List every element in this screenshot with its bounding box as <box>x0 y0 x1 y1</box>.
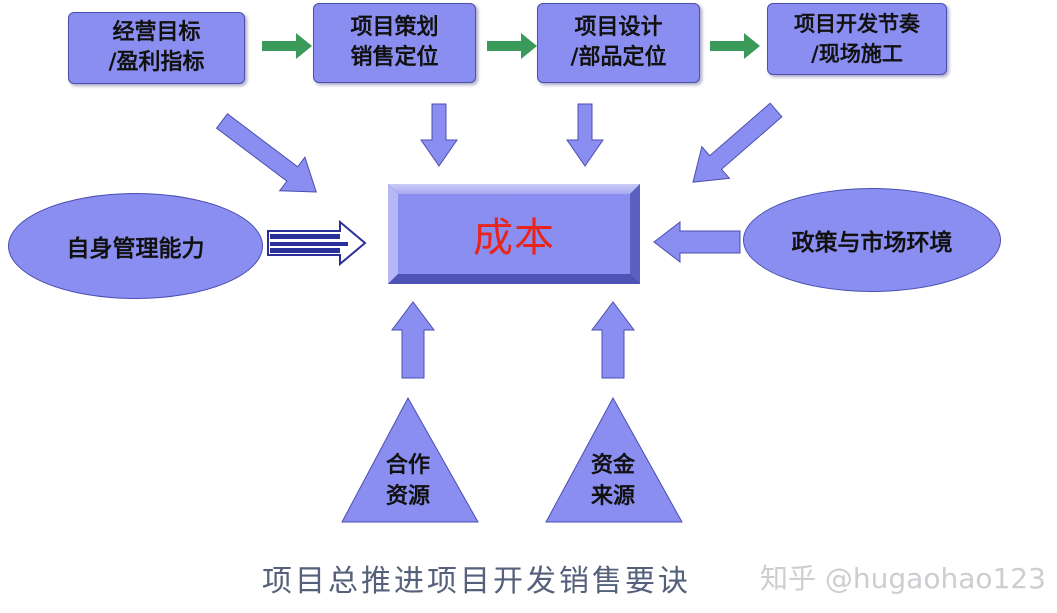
triangle-right-label: 资金 来源 <box>590 453 635 509</box>
box-project-planning: 项目策划 销售定位 <box>313 3 476 83</box>
arrow-up-2 <box>591 301 635 379</box>
caption: 项目总推进项目开发销售要诀 <box>262 564 691 599</box>
arrow-down-2 <box>566 103 604 167</box>
box-business-goal: 经营目标 /盈利指标 <box>68 12 245 84</box>
box-project-design-label: 项目设计 /部品定位 <box>570 15 667 70</box>
green-arrow-1 <box>262 33 312 59</box>
arrow-down-1 <box>420 103 458 167</box>
triangle-left-label: 合作 资源 <box>385 453 430 509</box>
ellipse-policy-market: 政策与市场环境 <box>743 188 1001 292</box>
center-box <box>388 184 640 284</box>
arrow-left-striped <box>267 219 367 267</box>
arrow-up-1 <box>391 301 435 379</box>
watermark: 知乎 @hugaohao123 <box>760 562 1046 595</box>
arrow-from-right <box>653 220 741 264</box>
box-business-goal-label: 经营目标 /盈利指标 <box>108 20 205 75</box>
box-project-planning-label: 项目策划 销售定位 <box>350 15 439 70</box>
green-arrow-3 <box>710 33 760 59</box>
triangle-left <box>341 396 479 523</box>
center-cost-label: 成本 <box>473 215 555 261</box>
box-development-pace-label: 项目开发节奏 /现场施工 <box>794 12 920 66</box>
triangle-right <box>545 396 683 523</box>
ellipse-self-management: 自身管理能力 <box>8 193 263 299</box>
ellipse-self-management-label: 自身管理能力 <box>66 236 205 262</box>
green-arrow-2 <box>487 33 537 59</box>
box-project-design: 项目设计 /部品定位 <box>537 3 700 83</box>
box-development-pace: 项目开发节奏 /现场施工 <box>767 3 947 75</box>
arrow-diagonal-left <box>215 113 317 193</box>
ellipse-policy-market-label: 政策与市场环境 <box>791 230 953 256</box>
arrow-diagonal-right <box>692 102 783 183</box>
